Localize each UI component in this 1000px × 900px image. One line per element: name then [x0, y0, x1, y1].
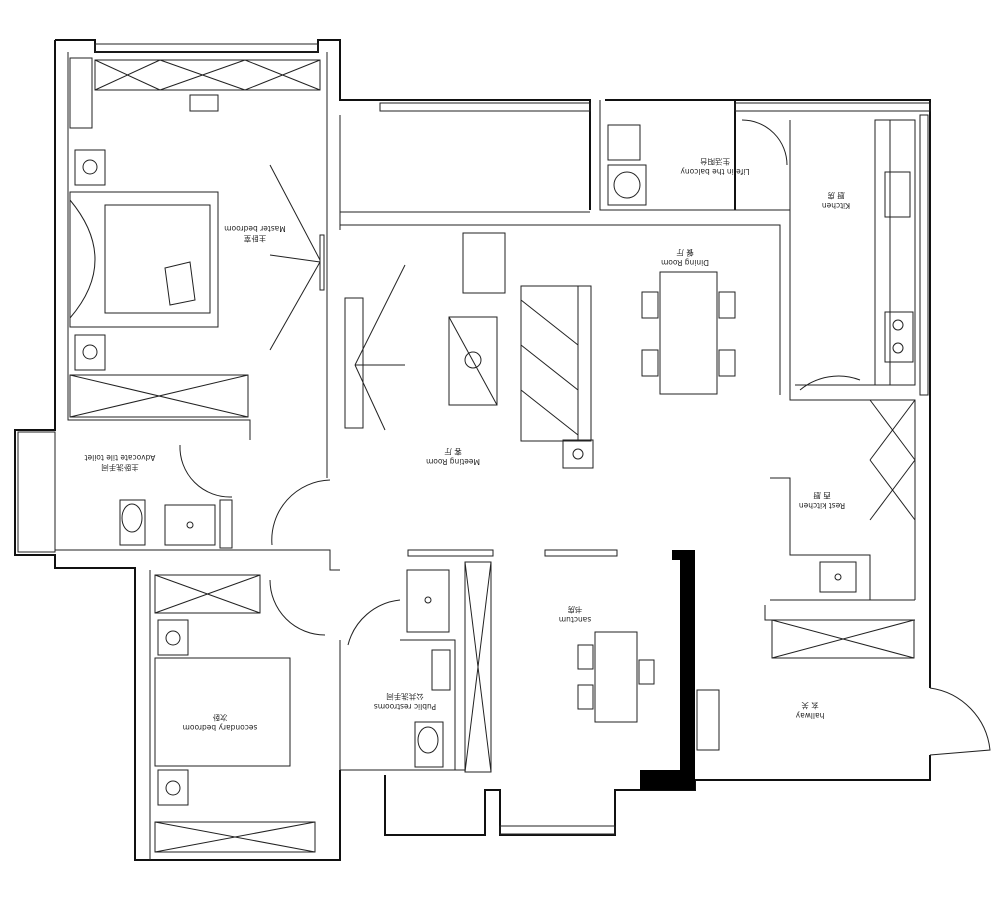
label-sanctum-zh: 书房: [568, 605, 583, 615]
public-restroom-fixtures: [347, 569, 451, 768]
label-secondary-en: secondary bedroom: [183, 723, 258, 732]
label-toilet-zh: 主卧洗手间: [101, 463, 139, 473]
label-rest-kitchen-zh: 西 厨: [813, 491, 831, 500]
master-toilet-fixtures: [119, 444, 233, 549]
sanctum-furniture: [407, 549, 720, 773]
rest-kitchen-fixtures: [770, 399, 916, 659]
label-toilet-en: Advocate tile toilet: [85, 453, 156, 462]
exterior-walls: [14, 39, 931, 861]
label-dining-zh: 餐 厅: [676, 248, 694, 257]
kitchen-fixtures: [799, 119, 916, 391]
label-kitchen-en: Kitchen: [822, 201, 850, 210]
label-dining-en: Dining Room: [661, 258, 709, 267]
master-bedroom-furniture: [69, 57, 325, 418]
label-rest-kitchen-en: Rest kitchen: [799, 501, 846, 510]
label-kitchen-zh: 厨 房: [827, 191, 844, 201]
label-balcony-en: Life in the balcony: [680, 167, 750, 176]
label-restroom-en: Public restrooms: [374, 702, 436, 711]
secondary-bedroom-furniture: [154, 479, 331, 853]
interior-walls: [55, 52, 915, 860]
windows: [17, 43, 931, 835]
dining-room-furniture: [641, 271, 736, 395]
entrance-door: [929, 687, 991, 756]
label-balcony-zh: 生活阳台: [700, 157, 730, 167]
label-master-bedroom-en: Master bedroom: [224, 224, 286, 233]
label-hallway-zh: 玄 关: [801, 701, 819, 711]
living-room-furniture: [344, 232, 594, 469]
label-restroom-zh: 公共洗手间: [386, 692, 424, 702]
label-secondary-zh: 次卧: [212, 713, 227, 723]
label-meeting-en: Meeting Room: [426, 457, 480, 466]
room-labels: 主卧室 Master bedroom 主卧洗手间 Advocate tile t…: [85, 157, 851, 732]
label-sanctum-en: sanctum: [559, 615, 591, 624]
label-meeting-zh: 客 厅: [444, 447, 462, 457]
label-hallway-en: hallway: [795, 711, 824, 720]
label-master-bedroom-zh: 主卧室: [243, 234, 266, 244]
balcony-fixtures: [607, 119, 788, 206]
solid-wall: [640, 550, 695, 790]
